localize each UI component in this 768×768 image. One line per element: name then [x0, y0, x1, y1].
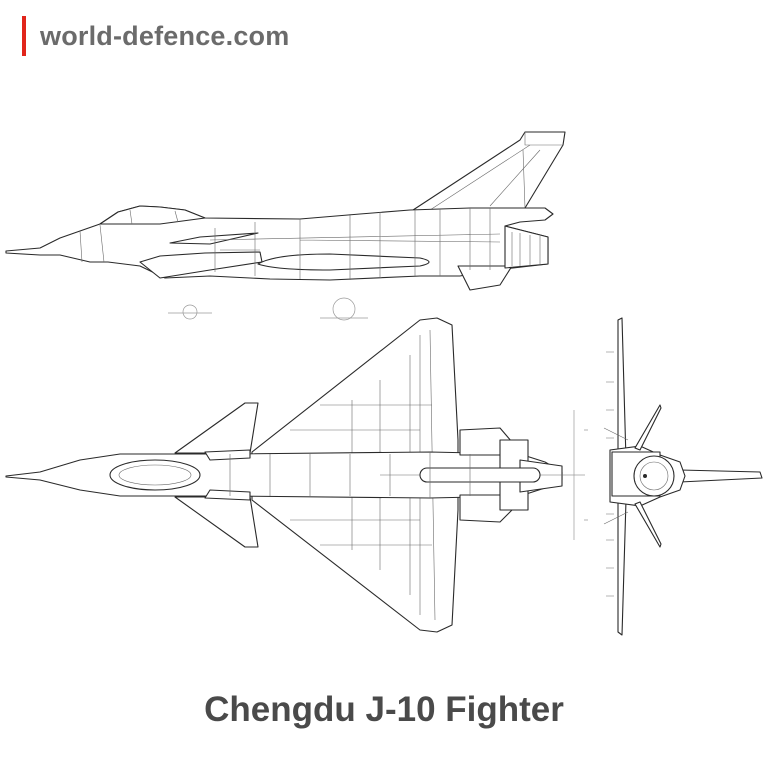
- top-canopy: [109, 459, 201, 491]
- front-vertical-tail: [679, 469, 763, 483]
- front-view: [603, 317, 763, 636]
- side-intake: [139, 251, 263, 279]
- brand-site-name: world-defence.com: [40, 20, 290, 51]
- side-ventral-fin: [457, 265, 513, 291]
- front-canard-lower: [634, 501, 662, 548]
- side-vertical-tail: [409, 131, 566, 213]
- top-view: [5, 317, 588, 633]
- top-intake-left: [204, 449, 251, 461]
- brand-logo[interactable]: world-defence.com: [22, 16, 289, 56]
- top-canard-right: [174, 496, 259, 548]
- top-intake-right: [204, 489, 251, 501]
- top-canard-left: [174, 402, 259, 454]
- front-canard-upper: [634, 404, 662, 451]
- side-exhaust-nozzle: [504, 225, 549, 269]
- front-wing-upper: [617, 317, 627, 471]
- brand-accent-bar: [22, 16, 26, 56]
- side-strake: [169, 232, 259, 245]
- side-view: [5, 131, 566, 321]
- page-title: Chengdu J-10 Fighter: [204, 690, 564, 729]
- side-fuel-tank: [257, 253, 430, 271]
- side-canopy: [99, 205, 206, 225]
